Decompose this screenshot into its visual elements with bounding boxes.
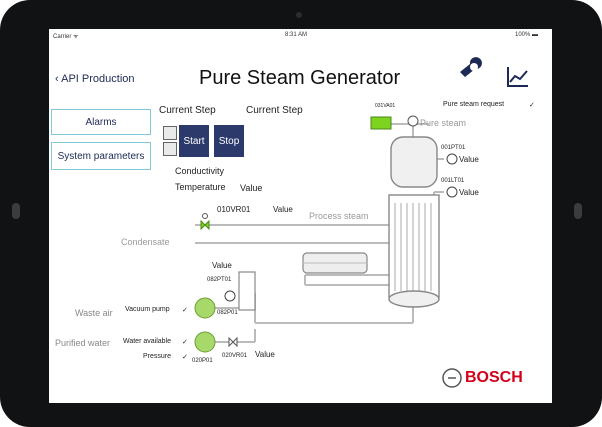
valve-031-label: 031VA01 xyxy=(375,103,396,109)
status-bar: Carrier ᯤ 8:31 AM 100% ▬ xyxy=(49,29,552,41)
vr-020-label: 020VR01 xyxy=(222,353,248,359)
top-value: Value xyxy=(212,261,232,270)
lt-001-label: 001LT01 xyxy=(441,178,465,184)
bosch-brand: BOSCH xyxy=(465,369,523,386)
pressure-check: ✓ xyxy=(182,354,188,361)
vr-010-value: Value xyxy=(273,205,293,214)
wrench-icon[interactable] xyxy=(460,57,482,77)
water-available-check: ✓ xyxy=(182,339,188,346)
condensate-label: Condensate xyxy=(121,237,170,247)
back-link[interactable]: ‹ API Production xyxy=(55,73,135,85)
temperature-value: Value xyxy=(240,183,263,193)
temperature-label: Temperature xyxy=(175,182,226,192)
chart-line-icon[interactable] xyxy=(507,67,528,87)
process-diagram xyxy=(194,57,528,388)
battery-indicator: 100% ▬ xyxy=(515,32,539,38)
alarms-button[interactable]: Alarms xyxy=(51,109,151,135)
waste-air-label: Waste air xyxy=(75,308,113,318)
p-082-label: 082P01 xyxy=(217,310,238,316)
clock: 8:31 AM xyxy=(285,32,308,38)
pressure-label: Pressure xyxy=(143,353,172,360)
page-title: Pure Steam Generator xyxy=(199,67,401,89)
purified-water-label: Purified water xyxy=(55,338,111,348)
p-020-label: 020P01 xyxy=(192,358,213,364)
bosch-logo-icon xyxy=(442,368,462,388)
water-available-label: Water available xyxy=(123,338,171,345)
process-steam-label: Process steam xyxy=(309,211,369,221)
home-button-left xyxy=(12,203,20,219)
stop-button[interactable]: Stop xyxy=(214,125,244,157)
vacuum-pump-check: ✓ xyxy=(182,307,188,314)
current-step-value: Current Step xyxy=(246,105,303,116)
system-parameters-button[interactable]: System parameters xyxy=(51,142,151,170)
vr-010-label: 010VR01 xyxy=(217,205,251,214)
back-label: API Production xyxy=(61,73,135,85)
vr-020-value: Value xyxy=(255,350,275,359)
current-step-label: Current Step xyxy=(159,105,216,116)
camera xyxy=(296,12,302,18)
pt-001-value: Value xyxy=(459,155,479,164)
pt-082-label: 082PT01 xyxy=(207,277,232,283)
pure-steam-request-label: Pure steam request xyxy=(443,101,505,108)
pt-001-label: 001PT01 xyxy=(441,145,466,151)
pure-steam-request-check: ✓ xyxy=(529,102,535,109)
start-button[interactable]: Start xyxy=(179,125,209,157)
vacuum-pump-label: Vacuum pump xyxy=(125,306,170,313)
app-screen: Carrier ᯤ 8:31 AM 100% ▬ xyxy=(49,29,552,403)
step-checkbox-1[interactable] xyxy=(163,126,177,140)
lt-001-value: Value xyxy=(459,188,479,197)
conductivity-label: Conductivity xyxy=(175,166,225,176)
chevron-left-icon: ‹ xyxy=(55,73,59,85)
home-button-right xyxy=(574,203,582,219)
step-checkbox-2[interactable] xyxy=(163,142,177,156)
pure-steam-label: Pure steam xyxy=(420,118,467,128)
carrier-label: Carrier ᯤ xyxy=(53,34,79,40)
